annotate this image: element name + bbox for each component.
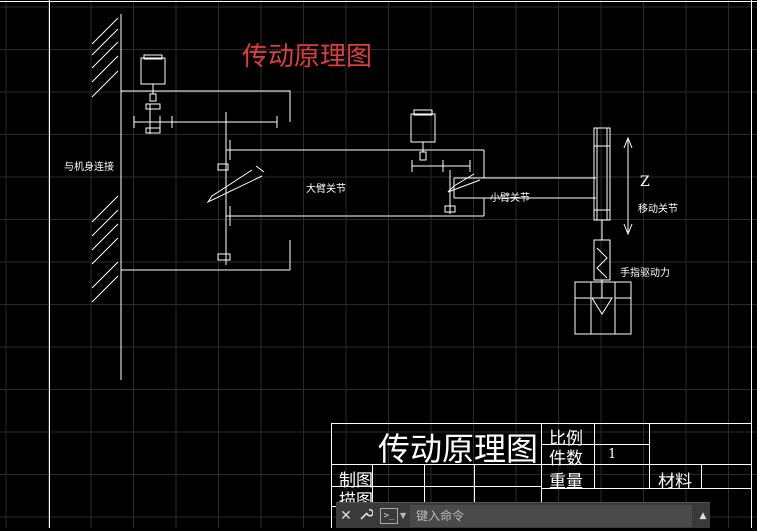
wrench-icon[interactable]: [356, 507, 376, 525]
title-block-title: 传动原理图: [378, 430, 539, 468]
command-input[interactable]: [410, 504, 692, 527]
close-icon[interactable]: ✕: [340, 507, 352, 524]
wall-hatch: [91, 14, 122, 380]
chevron-up-icon[interactable]: ▲: [699, 510, 707, 521]
title-block-material-label: 材料: [658, 472, 692, 492]
z-axis-arrow: [623, 136, 633, 236]
motor-1: [140, 54, 166, 102]
label-small-arm-joint: 小臂关节: [490, 193, 530, 204]
title-block-drawn-label: 制图: [339, 471, 373, 491]
title-block-weight-label: 重量: [549, 472, 583, 492]
label-manual-drive: 手指驱动力: [620, 268, 670, 279]
title-block-count-label: 件数: [549, 449, 583, 469]
label-move-joint: 移动关节: [638, 204, 678, 215]
chevron-down-icon: ▼: [400, 511, 407, 520]
title-block-count-value: 1: [608, 447, 617, 462]
small-arm: [453, 177, 596, 199]
motor-2: [410, 109, 481, 214]
diagram-title: 传动原理图: [242, 42, 373, 72]
command-prompt-button[interactable]: >_ ▼: [380, 507, 406, 525]
title-block-scale-label: 比例: [549, 429, 583, 449]
gripper: [574, 281, 632, 335]
label-big-arm-joint: 大臂关节: [306, 184, 346, 195]
label-z-axis: Z: [640, 174, 650, 190]
big-arm-joint: [206, 140, 485, 261]
upper-arm-frame: [121, 90, 291, 271]
command-line-bar: ✕ >_ ▼ ▲: [336, 502, 710, 528]
terminal-prompt-icon: >_: [380, 507, 398, 524]
label-body-connection: 与机身连接: [64, 162, 114, 173]
vertical-slide: [593, 127, 611, 298]
wrench-icon-svg: [360, 508, 374, 520]
